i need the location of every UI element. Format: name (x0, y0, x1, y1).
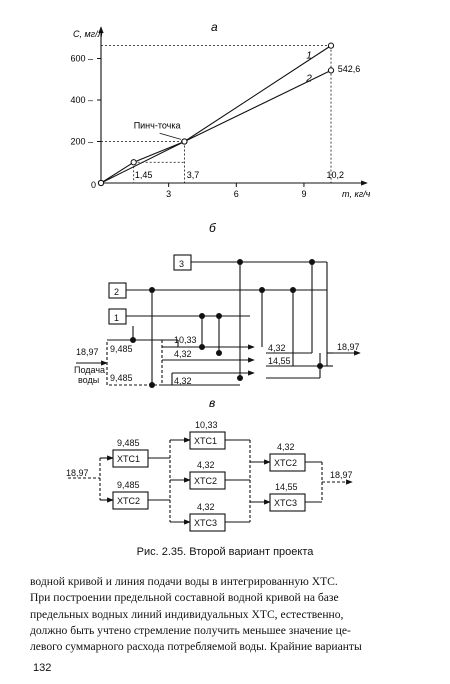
diagram-b (76, 254, 361, 388)
panel-a-label: а (211, 20, 218, 34)
ticks: 200 – 400 – 600 – 3 6 9 (70, 54, 306, 200)
diagram-c-labels: 18,97 9,485 ХТС1 9,485 ХТС2 10,33 ХТС1 4… (66, 420, 353, 528)
series-label: 2 (305, 73, 312, 84)
stage3-name-2: ХТС3 (274, 498, 297, 508)
outflow-label: 18,97 (337, 342, 360, 352)
source-1-label: 1 (114, 313, 119, 323)
pinch-label: Пинч-точка (134, 121, 181, 131)
data-point (130, 159, 137, 166)
mid-flow-2: 4,32 (174, 349, 192, 359)
data-point (327, 42, 335, 49)
annot-1-45: 1,45 (135, 170, 153, 180)
annot-10-2: 10,2 (327, 170, 345, 180)
page-number: 132 (33, 662, 52, 674)
y-axis-label: C, мг/л (73, 29, 103, 39)
body-line: водной кривой и линия подачи воды в инте… (30, 575, 338, 588)
stage1-name-2: ХТС2 (117, 496, 140, 506)
c-inflow-label: 18,97 (66, 468, 89, 478)
body-line: При построении предельной составной водн… (30, 591, 339, 605)
right-flow-1: 4,32 (268, 343, 286, 353)
stage2-name-2: ХТС2 (194, 476, 217, 486)
body-line: должно быть учтено стремление получить м… (30, 623, 351, 637)
data-point (97, 179, 105, 187)
data-point (327, 67, 335, 74)
x-axis-label: m, кг/ч (342, 189, 371, 199)
panel-b-label: б (209, 221, 217, 235)
stage2-name-3: ХТС3 (194, 518, 217, 528)
source-2-label: 2 (114, 287, 119, 297)
stage3-name-1: ХТС2 (274, 458, 297, 468)
body-line: предельных водных линий индивидуальных Х… (30, 607, 344, 621)
stage2-flow-2: 4,32 (197, 460, 215, 470)
split-bottom-label: 9,485 (110, 373, 133, 383)
series-label: 1 (306, 51, 312, 62)
body-text: водной кривой и линия подачи воды в инте… (30, 574, 422, 655)
series-line-2 (100, 69, 332, 184)
figure-caption: Рис. 2.35. Второй вариант проекта (136, 546, 314, 558)
diagram-b-labels: 3 2 1 18,97 Подача воды 9,485 9,485 10,3… (74, 259, 360, 386)
stage3-flow-2: 14,55 (275, 482, 298, 492)
stage1-name-1: ХТС1 (117, 454, 140, 464)
inflow-label: 18,97 (76, 347, 99, 357)
series: 12 (97, 42, 335, 187)
y-tick-label: 200 – (70, 137, 93, 147)
inflow-caption-2: воды (78, 375, 99, 385)
split-top-label: 9,485 (110, 344, 133, 354)
stage3-flow-1: 4,32 (277, 442, 295, 452)
stage2-flow-1: 10,33 (195, 420, 218, 430)
diagram-c (68, 431, 353, 532)
mid-flow-1: 10,33 (174, 335, 197, 345)
data-point (181, 138, 188, 145)
body-line: левого суммарного расхода потребляемой в… (30, 640, 362, 654)
x-tick-label: 9 (301, 189, 306, 199)
source-3-label: 3 (179, 259, 184, 269)
stage1-flow-2: 9,485 (117, 480, 140, 490)
right-flow-2: 14,55 (268, 356, 291, 366)
figure-svg: а C, мг/л m, кг/ч 0 200 – 400 – 600 – 3 6 9 1… (66, 20, 371, 532)
annotations: Пинч-точка 1,45 3,7 10,2 542,6 (134, 64, 361, 180)
origin-label: 0 (91, 180, 96, 190)
panel-c-label: в (209, 396, 215, 410)
y-tick-label: 600 – (70, 54, 93, 64)
mid-flow-3: 4,32 (174, 376, 192, 386)
annot-3-7: 3,7 (187, 170, 200, 180)
stage2-name-1: ХТС1 (194, 436, 217, 446)
stage2-flow-3: 4,32 (197, 502, 215, 512)
inflow-caption-1: Подача (74, 365, 105, 375)
x-tick-label: 3 (166, 189, 171, 199)
c-outflow-label: 18,97 (330, 470, 353, 480)
stage1-flow-1: 9,485 (117, 438, 140, 448)
annot-542-6: 542,6 (338, 64, 361, 74)
pinch-pointer (159, 132, 182, 140)
x-tick-label: 6 (234, 189, 239, 199)
y-tick-label: 400 – (70, 95, 93, 105)
